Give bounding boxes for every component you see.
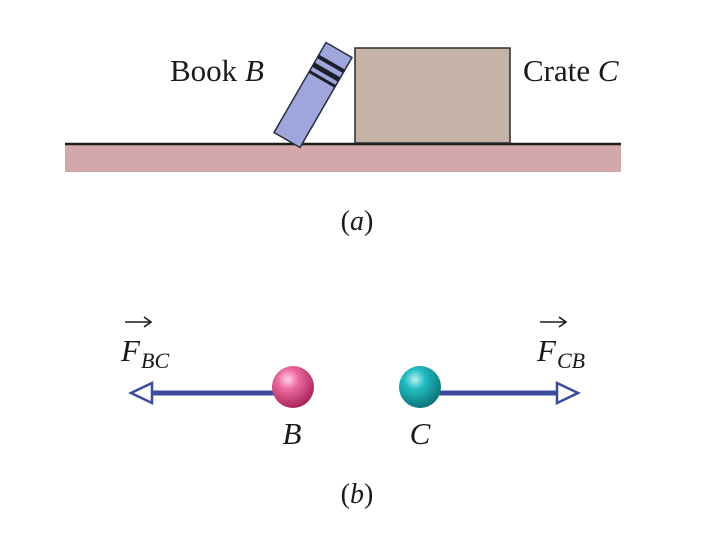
vector-arrow-icon xyxy=(125,316,153,328)
book-b xyxy=(272,41,354,149)
svg-text:F: F xyxy=(536,333,557,368)
force-arrow-bc xyxy=(128,381,280,405)
svg-text:BC: BC xyxy=(141,348,169,373)
caption-a: (a) xyxy=(341,206,374,237)
crate-c xyxy=(354,47,511,144)
vector-arrow-icon xyxy=(540,316,568,328)
particle-b-label: B xyxy=(283,416,302,451)
crate-c-label: Crate C xyxy=(523,53,619,88)
force-label-cb: F CB xyxy=(536,316,585,373)
force-label-bc: F BC xyxy=(120,316,169,373)
book-spine-stripe xyxy=(317,54,345,74)
floor xyxy=(65,144,621,172)
book-spine-stripe xyxy=(312,62,341,82)
book-body xyxy=(272,41,354,149)
caption-b: (b) xyxy=(341,479,374,510)
svg-text:CB: CB xyxy=(557,348,585,373)
panel-a: Book B Crate C (a) xyxy=(65,41,621,237)
book-b-label: Book B xyxy=(170,53,264,88)
particle-b xyxy=(272,366,314,408)
particle-c-label: C xyxy=(410,416,431,451)
particle-c xyxy=(399,366,441,408)
svg-text:F: F xyxy=(120,333,141,368)
arrowhead-right xyxy=(555,381,581,405)
panel-b: F BC F CB B C (b) xyxy=(120,316,585,510)
book-spine-stripe xyxy=(308,70,336,88)
force-arrow-cb xyxy=(430,381,581,405)
arrowhead-left xyxy=(128,381,154,405)
